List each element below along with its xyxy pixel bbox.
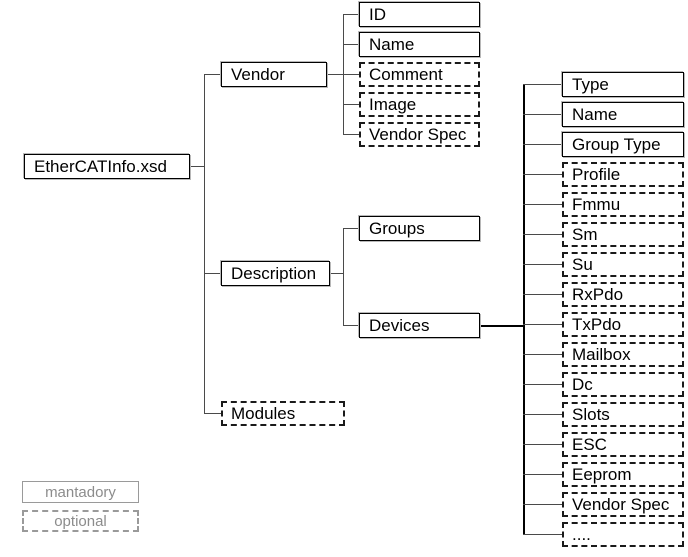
connector-root-to-modules	[204, 413, 222, 414]
connector-devices-to-vendorspec	[523, 504, 563, 505]
node-label: Su	[572, 255, 593, 274]
connector-devices-to-slots	[523, 414, 563, 415]
connector-devices-to-type	[523, 84, 563, 85]
connector-devices-to-name	[523, 114, 563, 115]
legend-optional: optional	[22, 510, 139, 532]
node-label: ID	[369, 5, 386, 24]
connector-devices-to-su	[523, 264, 563, 265]
connector-devices-to-grouptype	[523, 144, 563, 145]
connector-root-to-description	[204, 273, 222, 274]
connector-vendor-stub	[327, 74, 344, 75]
connector-devices-trunk	[523, 84, 525, 534]
node-label: Type	[572, 75, 609, 94]
node-label: RxPdo	[572, 285, 624, 304]
node-vendor[interactable]: Vendor	[221, 62, 327, 87]
connector-devices-to-profile	[523, 174, 563, 175]
node-label: Vendor	[231, 65, 285, 84]
node-device-profile[interactable]: Profile	[562, 162, 684, 187]
node-devices[interactable]: Devices	[359, 313, 480, 338]
node-vendor-image[interactable]: Image	[359, 92, 480, 117]
node-label: EtherCATInfo.xsd	[34, 157, 167, 176]
connector-root-trunk	[204, 74, 205, 414]
node-device-fmmu[interactable]: Fmmu	[562, 192, 684, 217]
connector-vendor-to-image	[343, 104, 360, 105]
connector-root-to-vendor	[204, 74, 222, 75]
node-label: Name	[572, 105, 618, 124]
node-label: Modules	[231, 404, 296, 423]
node-device-mailbox[interactable]: Mailbox	[562, 342, 684, 367]
connector-root-stub	[190, 166, 205, 167]
node-device-slots[interactable]: Slots	[562, 402, 684, 427]
node-label: Fmmu	[572, 195, 621, 214]
node-label: Mailbox	[572, 345, 631, 364]
connector-devices-to-mailbox	[523, 354, 563, 355]
node-description[interactable]: Description	[221, 261, 330, 286]
connector-devices-to-fmmu	[523, 204, 563, 205]
node-ethercatinfo-xsd[interactable]: EtherCATInfo.xsd	[24, 154, 190, 179]
node-device-more[interactable]: ....	[562, 522, 684, 547]
connector-description-stub	[330, 273, 344, 274]
node-label: Image	[369, 95, 417, 114]
node-device-type[interactable]: Type	[562, 72, 684, 97]
node-label: Sm	[572, 225, 598, 244]
legend-label: optional	[54, 512, 107, 530]
connector-devices-to-esc	[523, 444, 563, 445]
node-label: Vendor Spec	[369, 125, 467, 144]
node-device-name[interactable]: Name	[562, 102, 684, 127]
node-vendor-id[interactable]: ID	[359, 2, 480, 27]
connector-devices-to-eeprom	[523, 474, 563, 475]
node-groups[interactable]: Groups	[359, 216, 480, 241]
connector-description-trunk	[343, 228, 344, 325]
node-label: Groups	[369, 219, 425, 238]
legend-label: mantadory	[45, 483, 116, 501]
node-label: Group Type	[572, 135, 661, 154]
node-label: Comment	[369, 65, 443, 84]
node-label: TxPdo	[572, 315, 622, 334]
node-device-txpdo[interactable]: TxPdo	[562, 312, 684, 337]
node-device-vendor-spec[interactable]: Vendor Spec	[562, 492, 684, 517]
node-vendor-name[interactable]: Name	[359, 32, 480, 57]
node-vendor-vendor-spec[interactable]: Vendor Spec	[359, 122, 480, 147]
connector-vendor-to-name	[343, 44, 360, 45]
connector-description-to-groups	[343, 228, 360, 229]
node-label: Dc	[572, 375, 593, 394]
node-device-dc[interactable]: Dc	[562, 372, 684, 397]
legend-mandatory: mantadory	[22, 481, 139, 503]
node-device-group-type[interactable]: Group Type	[562, 132, 684, 157]
connector-devices-stub	[480, 325, 524, 327]
node-label: Description	[231, 264, 317, 283]
connector-vendor-to-vendorspec	[343, 134, 360, 135]
node-label: ESC	[572, 435, 607, 454]
node-label: Profile	[572, 165, 621, 184]
connector-vendor-to-id	[343, 14, 360, 15]
node-vendor-comment[interactable]: Comment	[359, 62, 480, 87]
connector-description-to-devices	[343, 325, 360, 326]
connector-devices-to-txpdo	[523, 324, 563, 325]
node-label: ....	[572, 525, 591, 544]
node-label: Devices	[369, 316, 430, 335]
node-label: Name	[369, 35, 415, 54]
connector-devices-to-dc	[523, 384, 563, 385]
connector-devices-to-more	[523, 534, 563, 535]
node-label: Slots	[572, 405, 610, 424]
connector-vendor-to-comment	[343, 74, 360, 75]
node-device-sm[interactable]: Sm	[562, 222, 684, 247]
node-device-rxpdo[interactable]: RxPdo	[562, 282, 684, 307]
node-label: Vendor Spec	[572, 495, 670, 514]
node-device-eeprom[interactable]: Eeprom	[562, 462, 684, 487]
node-device-su[interactable]: Su	[562, 252, 684, 277]
node-device-esc[interactable]: ESC	[562, 432, 684, 457]
connector-devices-to-sm	[523, 234, 563, 235]
node-modules[interactable]: Modules	[221, 401, 345, 426]
connector-devices-to-rxpdo	[523, 294, 563, 295]
node-label: Eeprom	[572, 465, 632, 484]
